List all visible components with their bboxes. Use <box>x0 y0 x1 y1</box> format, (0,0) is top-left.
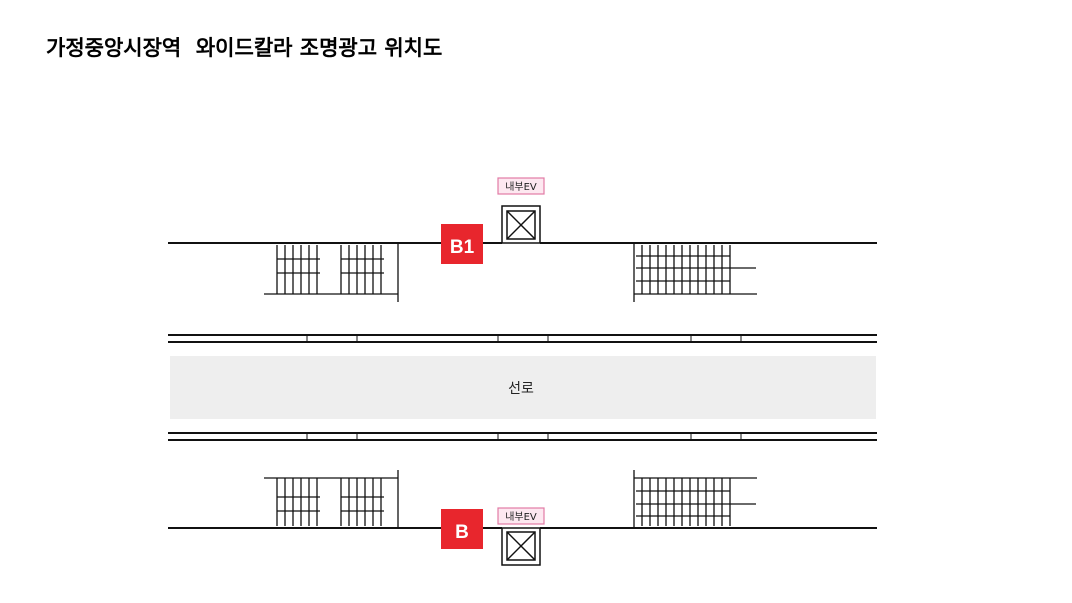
lower-elevator-tag: 내부EV <box>497 507 545 525</box>
upper-elevator-tag: 내부EV <box>497 177 545 195</box>
upper-track-rails <box>168 334 877 343</box>
lower-platform <box>168 470 877 566</box>
lower-elevator-icon <box>501 527 541 566</box>
upper-right-stairway <box>633 243 757 302</box>
upper-ad-marker: B1 <box>441 224 483 264</box>
upper-elevator-tag-text: 내부EV <box>505 181 537 193</box>
upper-left-stairway <box>264 243 399 302</box>
lower-track-rails <box>168 432 877 441</box>
upper-platform <box>168 205 877 302</box>
lower-right-stairway <box>633 470 757 528</box>
track-label: 선로 <box>508 381 534 397</box>
lower-ad-marker: B <box>441 509 483 549</box>
upper-elevator-icon <box>501 205 541 244</box>
track-area <box>170 356 876 419</box>
lower-elevator-tag-text: 내부EV <box>505 511 537 523</box>
lower-left-stairway <box>264 470 399 528</box>
lower-ad-marker-label: B <box>455 522 469 543</box>
page-title: 가정중앙시장역 와이드칼라 조명광고 위치도 <box>46 36 443 60</box>
upper-ad-marker-label: B1 <box>450 237 475 258</box>
